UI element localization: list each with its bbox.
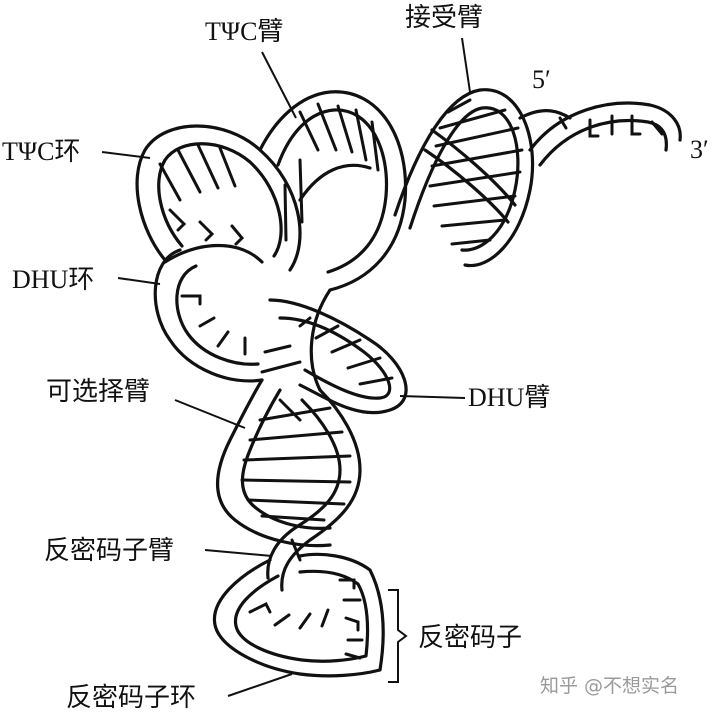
label-dhu-arm: DHU臂 — [468, 383, 550, 412]
label-three-prime: 3′ — [690, 135, 709, 164]
leader-variable-arm — [175, 400, 245, 428]
leader-acceptor-arm — [462, 38, 470, 92]
dhu-arm-helix — [262, 290, 406, 413]
label-acceptor-arm: 接受臂 — [405, 3, 483, 32]
leader-dhu-arm — [400, 396, 465, 398]
three-prime-tail — [520, 103, 680, 165]
label-tpsic-arm: TΨC臂 — [205, 17, 283, 46]
anticodon-bracket — [388, 590, 406, 682]
leader-dhu-loop — [118, 278, 160, 284]
label-anticodon-loop: 反密码子环 — [66, 683, 196, 712]
leader-anticodon-loop — [228, 674, 292, 696]
leader-anticodon-arm — [205, 550, 272, 556]
anticodon-loop — [214, 554, 383, 675]
watermark: 知乎 @不想实名 — [540, 675, 679, 697]
label-dhu-loop: DHU环 — [12, 265, 94, 294]
leader-tpsic-arm — [262, 52, 296, 118]
label-variable-arm: 可选择臂 — [46, 377, 150, 406]
label-anticodon-arm: 反密码子臂 — [44, 536, 174, 565]
label-anticodon: 反密码子 — [418, 623, 522, 652]
label-tpsic-loop: TΨC环 — [2, 137, 80, 166]
dhu-loop — [155, 250, 262, 381]
tpsic-arm-and-loop — [137, 92, 405, 290]
anticodon-arm-helix — [218, 380, 361, 590]
label-five-prime: 5′ — [532, 65, 551, 94]
acceptor-arm-helix — [395, 90, 533, 266]
